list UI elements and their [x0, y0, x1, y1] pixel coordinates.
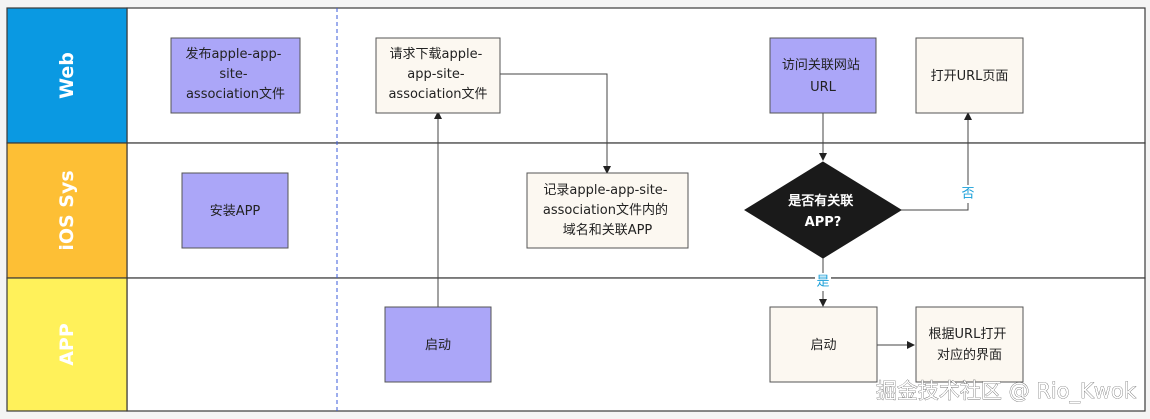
node-record-domains-text: 记录apple-app-site- association文件内的 域名和关联A…: [543, 183, 672, 238]
node-launch-app-2: [769, 306, 878, 383]
node-request-aasa: [375, 37, 501, 114]
watermark-text: 掘金技术社区 @ Rio_Kwok: [876, 379, 1137, 404]
node-decision-text: 是否有关联 APP?: [787, 193, 858, 230]
ios-lane-header: [6, 142, 128, 279]
node-visit-url: [769, 37, 877, 114]
edge-label-yes-bg: [815, 273, 831, 291]
node-launch-app-2-text: 启动: [810, 338, 836, 353]
node-has-associated-app-decision: [744, 161, 902, 259]
node-open-matching-screen-text: 根据URL打开 对应的界面: [929, 327, 1011, 363]
app-lane-label: APP: [56, 323, 78, 366]
node-install-app-text: 安装APP: [210, 204, 261, 219]
node-launch-app: [384, 306, 492, 383]
web-lane-header: [6, 7, 128, 144]
node-open-url-page: [915, 37, 1024, 114]
node-visit-url-text: 访问关联网站 URL: [782, 58, 864, 95]
edge-label-yes: 是: [816, 275, 829, 290]
app-lane-header: [6, 277, 128, 412]
edge-label-no-bg: [960, 185, 976, 203]
node-open-url-page-text: 打开URL页面: [931, 69, 1009, 84]
node-launch-app-text: 启动: [425, 338, 451, 353]
node-publish-aasa-text: 发布apple-app- site- association文件: [185, 46, 285, 102]
edge-decision-no: [901, 112, 972, 211]
edge-label-no: 否: [961, 187, 974, 202]
ios-lane-label: iOS Sys: [56, 170, 78, 250]
node-install-app: [181, 172, 289, 249]
node-open-matching-screen: [915, 306, 1024, 383]
web-lane-label: Web: [56, 52, 78, 99]
node-request-aasa-text: 请求下载apple- app-site- association文件: [388, 47, 487, 102]
edge-request-to-record: [500, 73, 611, 174]
node-record-domains: [526, 172, 689, 249]
node-publish-aasa: [170, 37, 301, 114]
